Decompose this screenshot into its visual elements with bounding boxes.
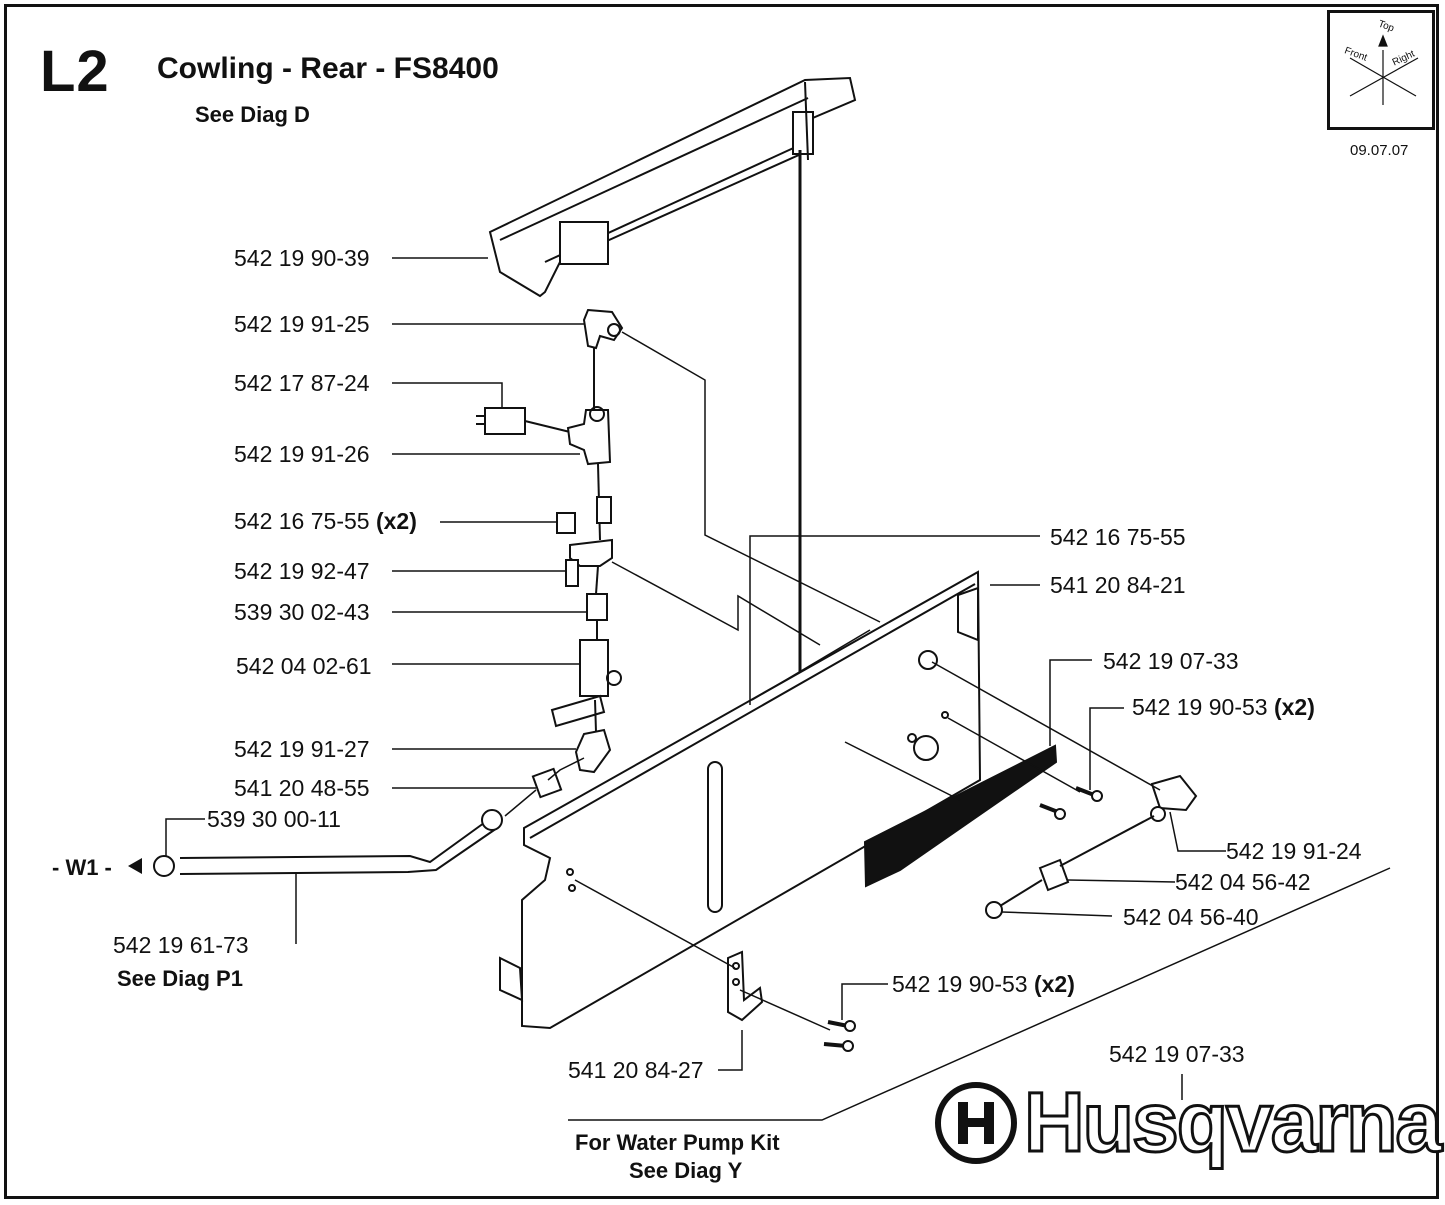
orientation-right: Right xyxy=(1390,48,1417,69)
drawing-frame xyxy=(4,4,1439,1199)
quantity-note: (x2) xyxy=(1033,971,1075,997)
sheet-ref: See Diag D xyxy=(195,102,310,127)
pressure-sensor xyxy=(476,407,571,435)
part-label[interactable]: 542 04 56-42 xyxy=(1175,869,1311,895)
clip-right xyxy=(596,496,612,524)
coupling xyxy=(586,593,608,621)
quantity-note: (x2) xyxy=(375,508,417,534)
clip-left xyxy=(556,512,576,534)
pipe-bracket xyxy=(569,538,613,567)
w1-ref[interactable]: - W1 - xyxy=(52,855,112,880)
part-label[interactable]: 542 19 90-53 (x2) xyxy=(892,971,1075,997)
hook-bracket xyxy=(727,950,764,1022)
part-label[interactable]: 541 20 48-55 xyxy=(234,775,370,801)
sheet-title: Cowling - Rear - FS8400 xyxy=(157,52,499,85)
orientation-box: Top Front Right xyxy=(1327,10,1435,130)
water-pump-kit-note: For Water Pump Kit xyxy=(575,1130,780,1155)
cowling-channel xyxy=(488,76,857,298)
elbow-fitting-top xyxy=(582,308,624,350)
tee-fitting xyxy=(566,406,612,466)
part-label[interactable]: 542 19 92-47 xyxy=(234,558,370,584)
hose-nipple xyxy=(531,767,563,799)
sheet-id: L2 xyxy=(40,39,110,104)
orientation-axes xyxy=(1349,34,1419,105)
see-diag-y[interactable]: See Diag Y xyxy=(629,1158,743,1183)
part-label[interactable]: 542 17 87-24 xyxy=(234,370,370,396)
part-label[interactable]: 542 19 91-25 xyxy=(234,311,370,337)
part-label[interactable]: 542 04 56-40 xyxy=(1123,904,1259,930)
husqvarna-crown-logo xyxy=(935,1082,1017,1164)
water-hose xyxy=(179,809,503,875)
part-label[interactable]: 542 19 90-39 xyxy=(234,245,370,271)
part-label[interactable]: 542 19 07-33 xyxy=(1103,648,1239,674)
part-label[interactable]: 542 19 90-53 (x2) xyxy=(1132,694,1315,720)
part-label[interactable]: 542 19 91-24 xyxy=(1226,838,1362,864)
sheet-date: 09.07.07 xyxy=(1350,142,1409,159)
quantity-note: (x2) xyxy=(1273,694,1315,720)
part-label[interactable]: 542 19 91-26 xyxy=(234,441,370,467)
part-label[interactable]: 541 20 84-27 xyxy=(568,1057,704,1083)
part-label[interactable]: 541 20 84-21 xyxy=(1050,572,1186,598)
bolt-upper xyxy=(1039,786,1103,820)
adapter-fitting xyxy=(1038,858,1070,892)
part-label[interactable]: 542 16 75-55 (x2) xyxy=(234,508,417,534)
orientation-top: Top xyxy=(1376,18,1396,35)
part-label[interactable]: 542 19 91-27 xyxy=(234,736,370,762)
part-label[interactable]: 542 19 61-73 xyxy=(113,932,249,958)
part-label[interactable]: 542 16 75-55 xyxy=(1050,524,1186,550)
part-label[interactable]: 542 04 02-61 xyxy=(236,653,372,679)
part-label[interactable]: 539 30 02-43 xyxy=(234,599,370,625)
washer xyxy=(985,901,1003,919)
elbow-fitting-lower xyxy=(574,728,612,774)
bolt-lower xyxy=(823,1020,856,1052)
husqvarna-logo: Husqvarna xyxy=(1022,1075,1443,1169)
part-label[interactable]: 542 19 07-33 xyxy=(1109,1041,1245,1067)
seal-strip xyxy=(863,744,1058,888)
hose-clamp xyxy=(153,855,175,877)
orientation-front: Front xyxy=(1342,45,1369,64)
drain-valve xyxy=(550,639,622,728)
part-label[interactable]: 539 30 00-11 xyxy=(207,806,341,832)
see-diag-p1[interactable]: See Diag P1 xyxy=(117,966,243,991)
elbow-fitting-right xyxy=(1150,774,1198,812)
